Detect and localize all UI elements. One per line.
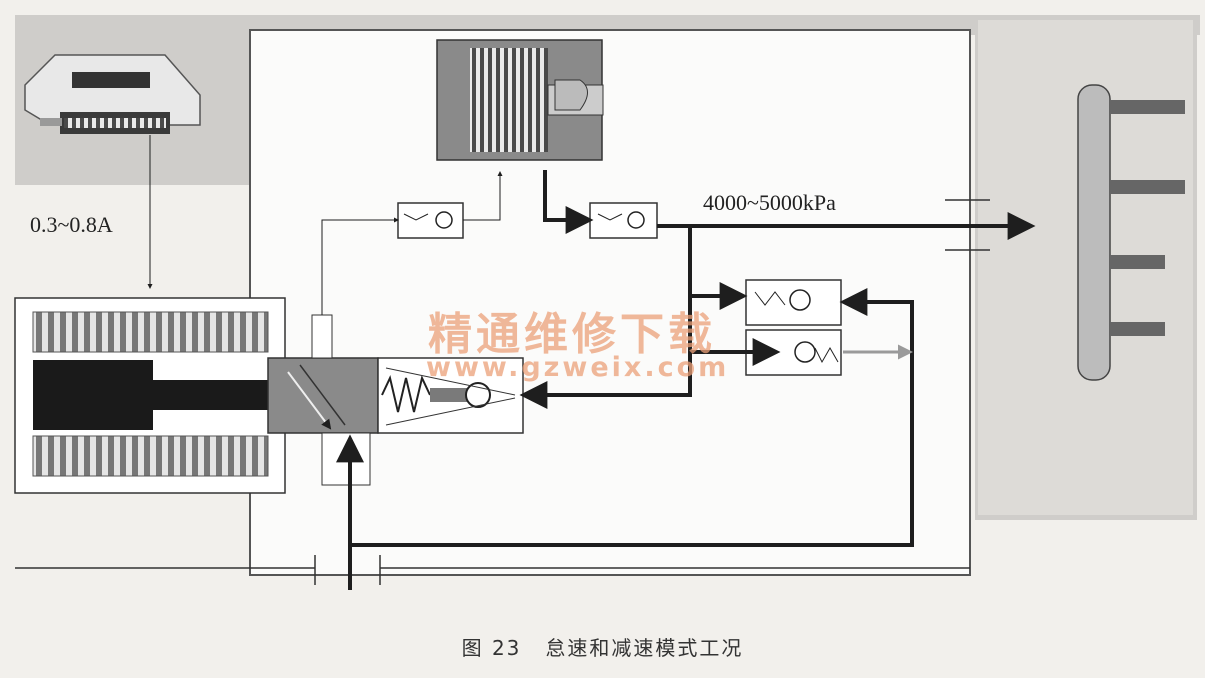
figure-title: 怠速和减速模式工况 — [545, 636, 744, 660]
spill-line — [321, 217, 399, 315]
metering-solenoid-valve — [14, 297, 286, 494]
rail-pressure-label: 4000~5000kPa — [703, 190, 836, 215]
watermark-text: 精通维修下载 — [428, 309, 716, 360]
bottom-break — [15, 555, 970, 585]
watermark-url: www.gzweix.com — [426, 352, 730, 383]
high-pressure-pump — [436, 39, 604, 161]
relief-valve — [377, 357, 524, 434]
pipe-break — [945, 199, 990, 251]
fuel-rail-injectors — [1077, 84, 1185, 381]
pump-feed-line — [463, 171, 503, 221]
figure-number: 图 23 — [461, 636, 522, 660]
control-current-label: 0.3~0.8A — [30, 212, 113, 237]
ecu-module — [24, 54, 201, 134]
inlet-check-valve — [397, 202, 464, 239]
outlet-check-valve — [589, 202, 658, 239]
pressure-limit-valve-1 — [745, 279, 842, 326]
flow-lines — [336, 170, 1036, 590]
figure-caption: 图 23 怠速和减速模式工况 — [0, 632, 1205, 661]
